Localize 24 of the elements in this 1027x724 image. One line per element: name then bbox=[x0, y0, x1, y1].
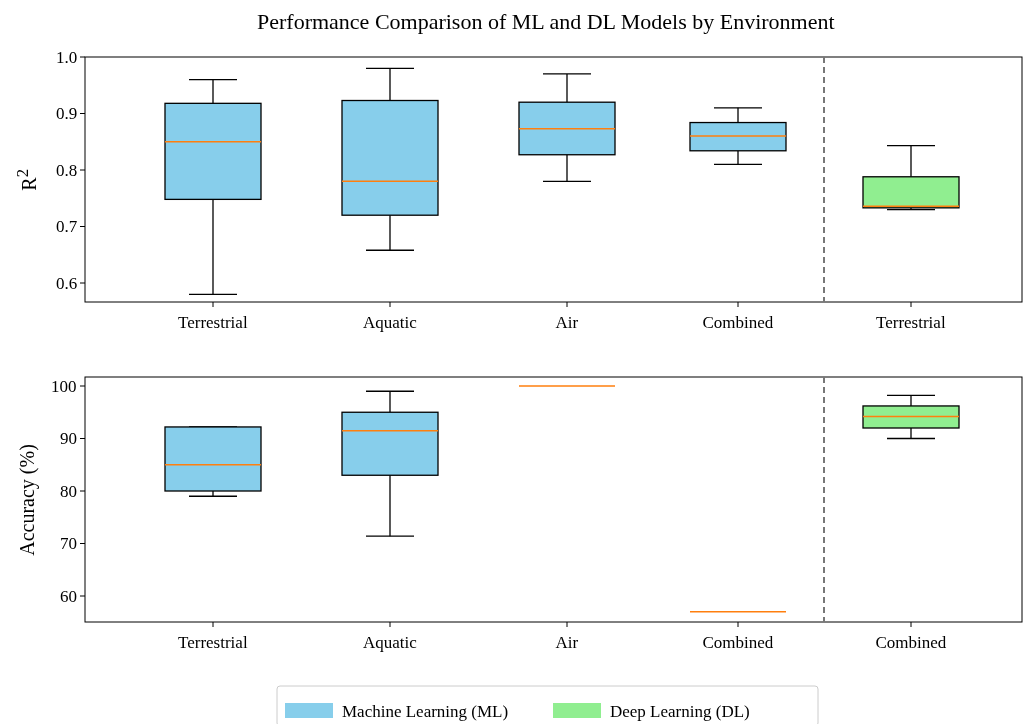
tick-label: Aquatic bbox=[363, 313, 417, 331]
tick-label: Terrestrial bbox=[876, 313, 946, 331]
tick-label: 0.8 bbox=[56, 161, 78, 179]
tick-label: Terrestrial bbox=[178, 633, 248, 651]
tick-label: Combined bbox=[875, 633, 947, 651]
axis-label: Accuracy (%) bbox=[16, 443, 37, 556]
legend-label: Machine Learning (ML) bbox=[342, 702, 509, 720]
chart-title: Performance Comparison of ML and DL Models by Environment bbox=[257, 11, 835, 33]
tick-label: 0.6 bbox=[56, 274, 78, 292]
tick-label: Combined bbox=[702, 313, 774, 331]
tick-label: 100 bbox=[51, 377, 77, 395]
tick-label: Air bbox=[555, 313, 579, 331]
legend-label: Deep Learning (DL) bbox=[610, 702, 750, 720]
tick-label: 0.7 bbox=[56, 218, 78, 235]
tick-label: Air bbox=[555, 633, 579, 651]
tick-label: 1.0 bbox=[56, 48, 78, 66]
tick-label: 70 bbox=[60, 535, 77, 552]
tick-label: 60 bbox=[60, 587, 77, 605]
tick-label: Aquatic bbox=[363, 633, 417, 651]
tick-label: Combined bbox=[702, 633, 774, 651]
tick-label: 0.9 bbox=[56, 105, 78, 122]
tick-label: 80 bbox=[60, 482, 77, 500]
tick-label: Terrestrial bbox=[178, 313, 248, 331]
tick-label: 90 bbox=[60, 430, 77, 447]
